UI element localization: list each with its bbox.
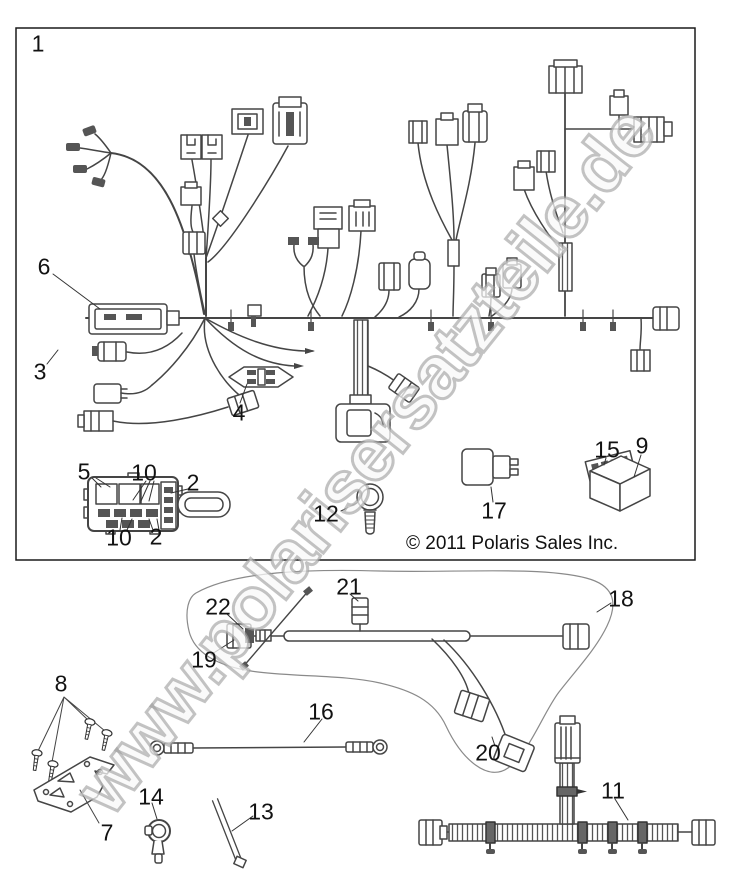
main-harness-right-mid	[408, 103, 522, 317]
callout-5: 5	[77, 458, 91, 485]
main-harness-left	[66, 125, 262, 362]
fuse-link-detail-part4	[204, 317, 315, 388]
callout-leader-lines	[46, 273, 642, 832]
callout-11: 11	[601, 777, 625, 804]
main-harness-upper-branch	[180, 96, 308, 315]
flasher-relay-part17	[461, 448, 519, 486]
eye-bolt-part12	[356, 483, 384, 535]
callout-10b: 10	[106, 524, 132, 551]
mounting-screws-part8	[28, 696, 114, 783]
callout-4: 4	[232, 399, 246, 426]
callout-22: 22	[205, 593, 231, 620]
box-part9	[589, 455, 651, 512]
callout-2b: 2	[149, 523, 163, 550]
callout-13: 13	[248, 798, 274, 825]
main-harness-mid-cluster	[288, 199, 431, 318]
sub-harness-part19	[226, 586, 590, 773]
clamp-part14	[144, 819, 171, 864]
ground-strap-part16	[149, 739, 388, 756]
cable-tie-part13	[211, 798, 247, 869]
main-harness-right	[513, 59, 680, 372]
main-harness-trunk	[85, 152, 657, 319]
callout-14: 14	[138, 783, 164, 810]
callout-6: 6	[37, 253, 51, 280]
main-harness-trunk-clips	[228, 309, 616, 331]
callout-18: 18	[608, 585, 634, 612]
harness-loop-outline-part18	[186, 569, 614, 773]
main-harness-center-drop	[335, 319, 420, 443]
callout-20: 20	[475, 739, 501, 766]
callout-16: 16	[308, 698, 334, 725]
copyright-text: © 2011 Polaris Sales Inc.	[406, 533, 619, 554]
sub-harness-part11	[418, 715, 716, 854]
callout-8: 8	[54, 670, 68, 697]
callout-17: 17	[481, 497, 507, 524]
callout-15: 15	[594, 436, 620, 463]
callout-9: 9	[635, 432, 649, 459]
callout-10a: 10	[131, 459, 157, 486]
callout-21: 21	[336, 573, 362, 600]
callout-7: 7	[100, 819, 114, 846]
callout-12: 12	[313, 500, 339, 527]
diagram-frame	[15, 27, 696, 561]
callout-19: 19	[191, 646, 217, 673]
callout-2a: 2	[186, 469, 200, 496]
callout-1: 1	[31, 30, 45, 57]
main-harness-lower-left	[77, 317, 260, 432]
callout-3: 3	[33, 358, 47, 385]
mounting-bracket-part7	[33, 756, 115, 824]
